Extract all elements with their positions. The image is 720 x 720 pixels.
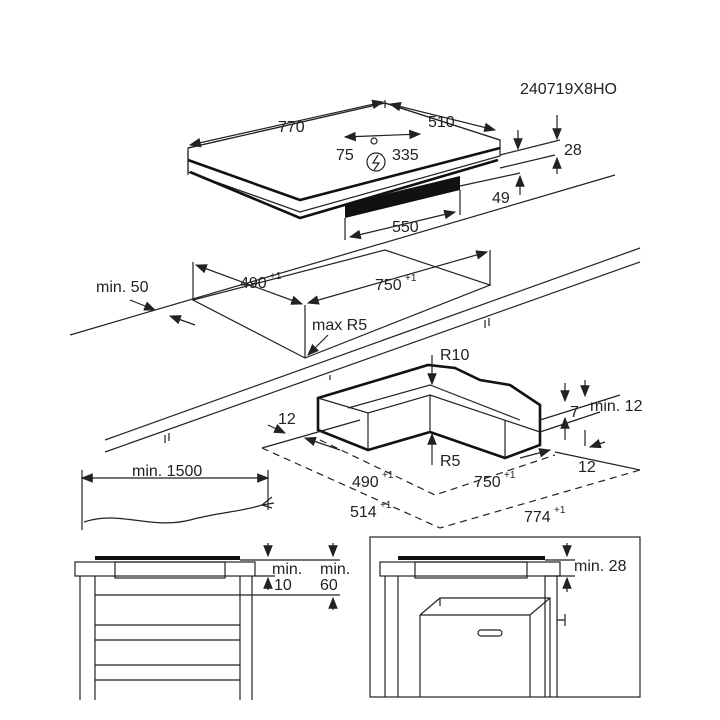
hob-depth: 510	[428, 114, 455, 131]
drawer-clearance-value: 60	[320, 577, 338, 594]
cutout-corner-radius: max R5	[312, 317, 367, 334]
drawer-install-drawing	[74, 543, 340, 700]
offset-right: 335	[392, 147, 419, 164]
oven-min-clearance: min. 28	[574, 558, 627, 575]
frame-outer-depth-tolerance: +1	[380, 500, 392, 511]
hob-drawing	[187, 99, 562, 240]
frame-step-height: 7	[570, 404, 579, 421]
frame-left-margin: 12	[278, 411, 296, 428]
oven-install-drawing	[369, 536, 641, 698]
hob-width: 770	[278, 119, 305, 136]
cutout-width-tolerance: +1	[405, 273, 417, 284]
frame-outer-width-tolerance: +1	[554, 505, 566, 516]
frame-inner-radius: R5	[440, 453, 461, 470]
cutout-width: 750	[375, 277, 402, 294]
frame-inner-width-tolerance: +1	[504, 470, 516, 481]
hob-body-width: 550	[392, 219, 419, 236]
frame-inner-width: 750	[474, 474, 501, 491]
cutout-min-edge: min. 50	[96, 279, 149, 296]
frame-min-depth: min. 12	[590, 398, 643, 415]
drawer-gap-label: min.	[272, 561, 302, 578]
model-code: 240719X8HO	[520, 81, 617, 98]
frame-outer-width: 774	[524, 509, 551, 526]
power-connection-icon	[366, 152, 386, 172]
frame-inner-depth: 490	[352, 474, 379, 491]
frame-inner-depth-tolerance: +1	[382, 470, 394, 481]
hob-underbody	[345, 176, 460, 218]
cutout-depth-tolerance: +1	[270, 271, 282, 282]
frame-outer-radius: R10	[440, 347, 469, 364]
frame-right-margin: 12	[578, 459, 596, 476]
frame-outer-depth: 514	[350, 504, 377, 521]
cable-min-length: min. 1500	[132, 463, 202, 480]
hob-body-height: 49	[492, 190, 510, 207]
worktop-cutout-drawing	[69, 174, 641, 453]
frame-drawing	[261, 355, 641, 529]
hob-thickness: 28	[564, 142, 582, 159]
drawer-gap-value: 10	[274, 577, 292, 594]
drawer-clearance-label: min.	[320, 561, 350, 578]
offset-left: 75	[336, 147, 354, 164]
cable-drawing	[80, 470, 275, 530]
cutout-depth: 490	[240, 275, 267, 292]
